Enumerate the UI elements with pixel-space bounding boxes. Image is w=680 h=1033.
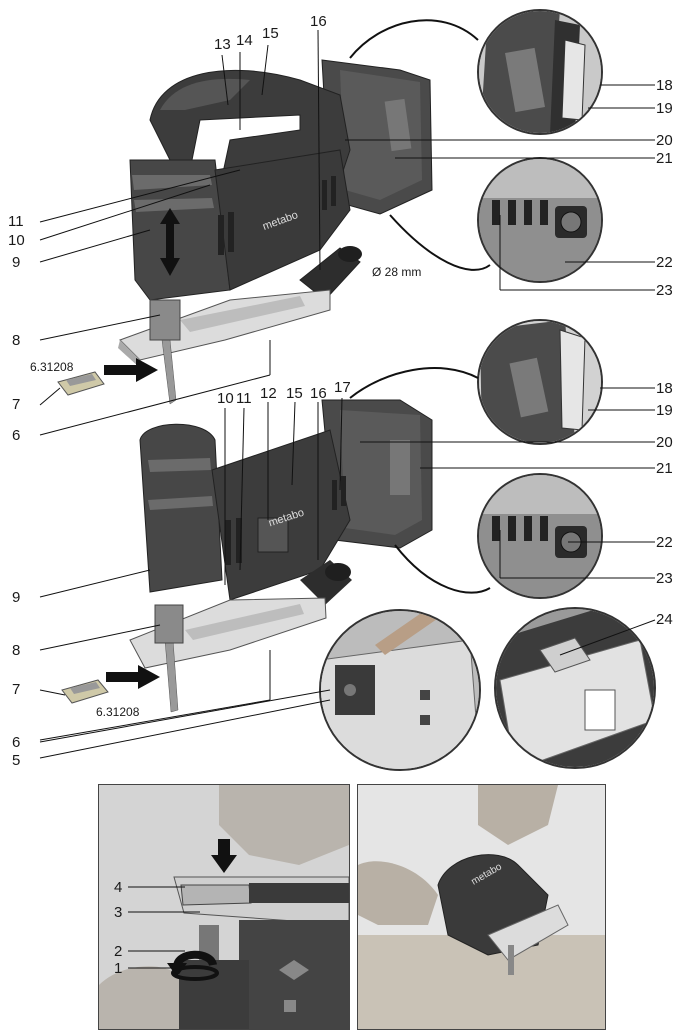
sole-plate-detail [494, 607, 656, 769]
callout-12b: 12 [260, 385, 277, 402]
blade-clamp-detail [319, 609, 481, 771]
callout-4: 4 [114, 879, 123, 896]
callout-19: 19 [656, 100, 673, 117]
blade-change-photo [98, 784, 350, 1030]
leader-lines [39, 29, 656, 759]
callout-6b: 6 [12, 734, 21, 751]
right-arrow-icon [104, 358, 158, 382]
callout-7b: 7 [12, 681, 21, 698]
callout-10b: 10 [217, 390, 234, 407]
jigsaw-cutting-photo: metabo [357, 784, 606, 1030]
callout-11: 11 [8, 213, 24, 230]
blade-change-scene [99, 785, 349, 1029]
blade-pack-bottom [61, 679, 109, 704]
callout-7: 7 [12, 396, 21, 413]
blade-pack-top [57, 371, 105, 396]
rotate-arrow-icon [167, 950, 219, 981]
callout-17b: 17 [334, 379, 351, 396]
callout-14: 14 [236, 32, 253, 49]
callout-21b: 21 [656, 460, 673, 477]
callout-15: 15 [262, 25, 279, 42]
callout-9: 9 [12, 254, 21, 271]
callout-9b: 9 [12, 589, 21, 606]
callout-15b: 15 [286, 385, 303, 402]
callout-11b: 11 [236, 390, 252, 407]
dust-port-diameter: Ø 28 mm [372, 265, 422, 279]
callout-6: 6 [12, 427, 21, 444]
callout-18: 18 [656, 77, 673, 94]
callout-21: 21 [656, 150, 673, 167]
battery-release-detail-bottom [477, 319, 603, 445]
bottom-jigsaw [129, 399, 433, 713]
callout-16: 16 [310, 13, 327, 30]
callout-10: 10 [8, 232, 25, 249]
cutting-scene [358, 785, 605, 1029]
battery-release-detail-top [477, 9, 603, 135]
callout-18b: 18 [656, 380, 673, 397]
callout-20: 20 [656, 132, 673, 149]
callout-2: 2 [114, 943, 123, 960]
down-arrow-icon [211, 839, 237, 873]
callout-3: 3 [114, 904, 123, 921]
callout-1: 1 [114, 960, 123, 977]
right-arrow-icon [106, 665, 160, 689]
callout-8b: 8 [12, 642, 21, 659]
callout-19b: 19 [656, 402, 673, 419]
part-number-label-bottom: 6.31208 [96, 705, 140, 719]
up-down-arrow-icon [160, 208, 180, 276]
callout-8: 8 [12, 332, 21, 349]
callout-16b: 16 [310, 385, 327, 402]
top-jigsaw [118, 59, 433, 405]
callout-20b: 20 [656, 434, 673, 451]
capacity-indicator-detail-top [477, 157, 603, 283]
callout-22: 22 [656, 254, 673, 271]
callout-24b: 24 [656, 611, 673, 628]
callout-23: 23 [656, 282, 673, 299]
callout-22b: 22 [656, 534, 673, 551]
callout-5b: 5 [12, 752, 21, 769]
part-number-label: 6.31208 [30, 360, 74, 374]
callout-13: 13 [214, 36, 231, 53]
callout-23b: 23 [656, 570, 673, 587]
